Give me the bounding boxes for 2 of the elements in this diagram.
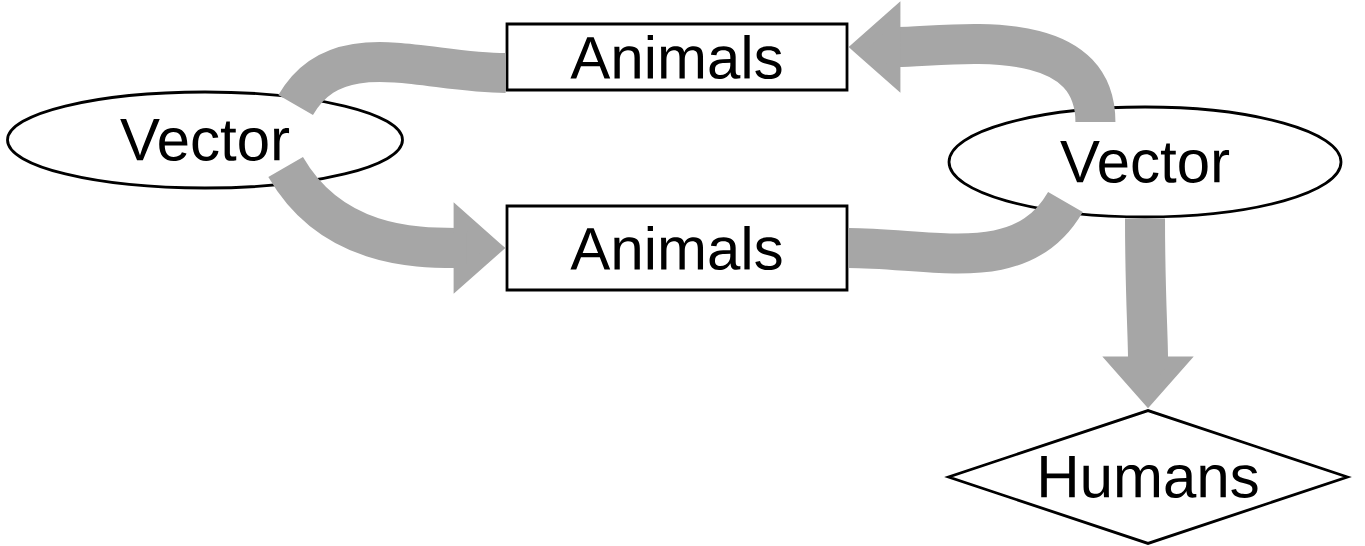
label-box: Animals <box>505 204 849 292</box>
label-box: Animals <box>505 22 849 92</box>
